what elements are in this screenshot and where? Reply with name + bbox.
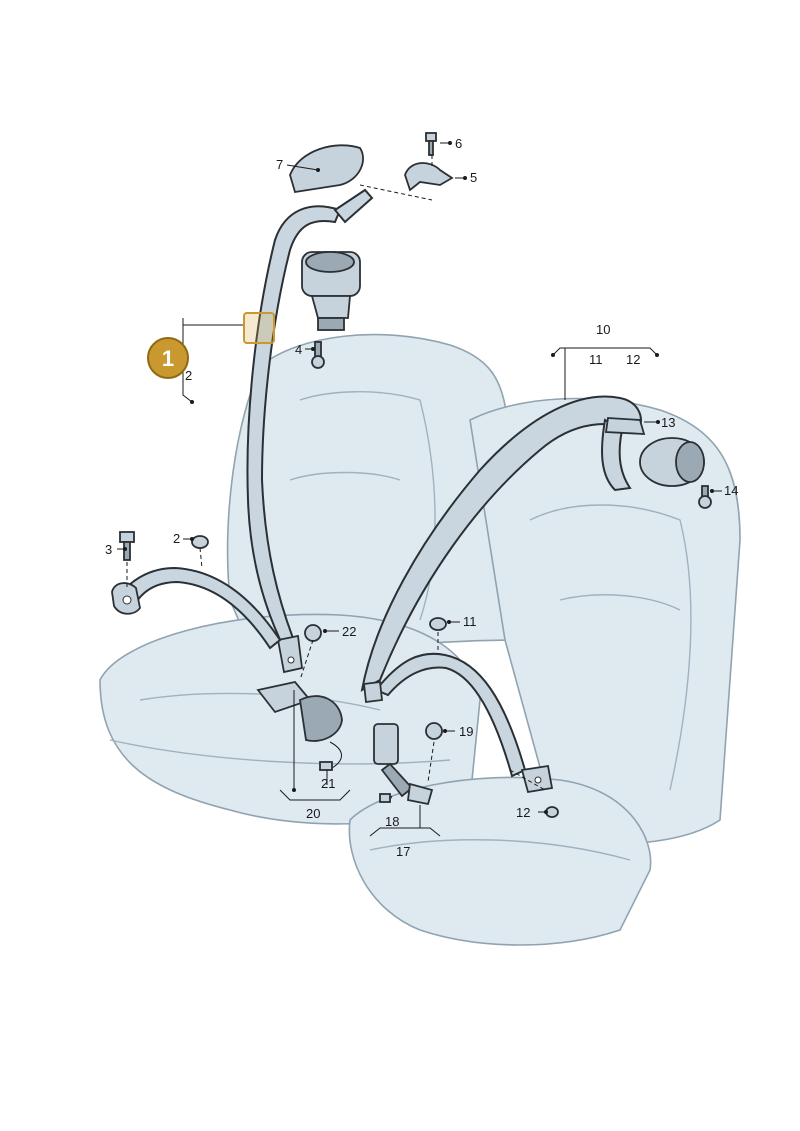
bracket-part-5 <box>404 162 454 192</box>
nut-part-22 <box>304 624 322 642</box>
callout-2-upper: 2 <box>185 368 192 383</box>
callout-7: 7 <box>276 157 283 172</box>
callout-labels: 2 3 4 5 6 7 10 11 12 13 14 2 11 12 17 18… <box>105 136 738 859</box>
callout-21: 21 <box>321 776 335 791</box>
nut-part-11 <box>429 617 447 631</box>
right-seat-belt <box>360 395 712 818</box>
callout-20: 20 <box>306 806 320 821</box>
bolt-part-14 <box>698 485 712 509</box>
buckle-part-18 <box>373 723 434 806</box>
callout-14: 14 <box>724 483 738 498</box>
leader-lines <box>117 142 722 837</box>
bolt-part-3 <box>119 531 135 561</box>
callout-19: 19 <box>459 724 473 739</box>
callout-2-lower: 2 <box>173 531 180 546</box>
rear-seat <box>99 333 741 946</box>
left-backrest <box>226 333 521 671</box>
callout-18: 18 <box>385 814 399 829</box>
callout-10: 10 <box>596 322 610 337</box>
callout-13: 13 <box>661 415 675 430</box>
callout-11-upper: 11 <box>589 352 603 367</box>
nut-part-19 <box>425 722 443 740</box>
bolt-part-6 <box>425 132 437 156</box>
trim-cover-part-7 <box>289 144 364 194</box>
retractor-part-13 <box>601 417 705 492</box>
position-marker[interactable]: 1 <box>147 337 189 379</box>
left-belt-anchor-plate <box>276 634 303 674</box>
bolt-part-4 <box>311 341 325 369</box>
callout-4: 4 <box>295 342 302 357</box>
callout-5: 5 <box>470 170 477 185</box>
callout-12-upper: 12 <box>626 352 640 367</box>
buckle-part-20 <box>256 681 343 771</box>
position-marker-label: 1 <box>162 346 174 371</box>
left-lap-webbing <box>116 566 282 650</box>
callout-11-lower: 11 <box>463 614 477 629</box>
callout-22: 22 <box>342 624 356 639</box>
left-upper-retractor <box>301 251 361 331</box>
callout-17: 17 <box>396 844 410 859</box>
right-belt-anchor-plate <box>363 680 383 704</box>
callout-12-lower: 12 <box>516 805 530 820</box>
callout-6: 6 <box>455 136 462 151</box>
callout-3: 3 <box>105 542 112 557</box>
right-shoulder-webbing <box>360 395 642 692</box>
nut-part-2 <box>191 535 209 549</box>
highlight-box <box>243 312 275 344</box>
left-seat-belt <box>111 132 454 771</box>
left-upper-strap <box>333 188 374 224</box>
leader-dots <box>123 141 714 814</box>
connector-part-21 <box>319 761 333 771</box>
right-cushion <box>348 776 652 946</box>
